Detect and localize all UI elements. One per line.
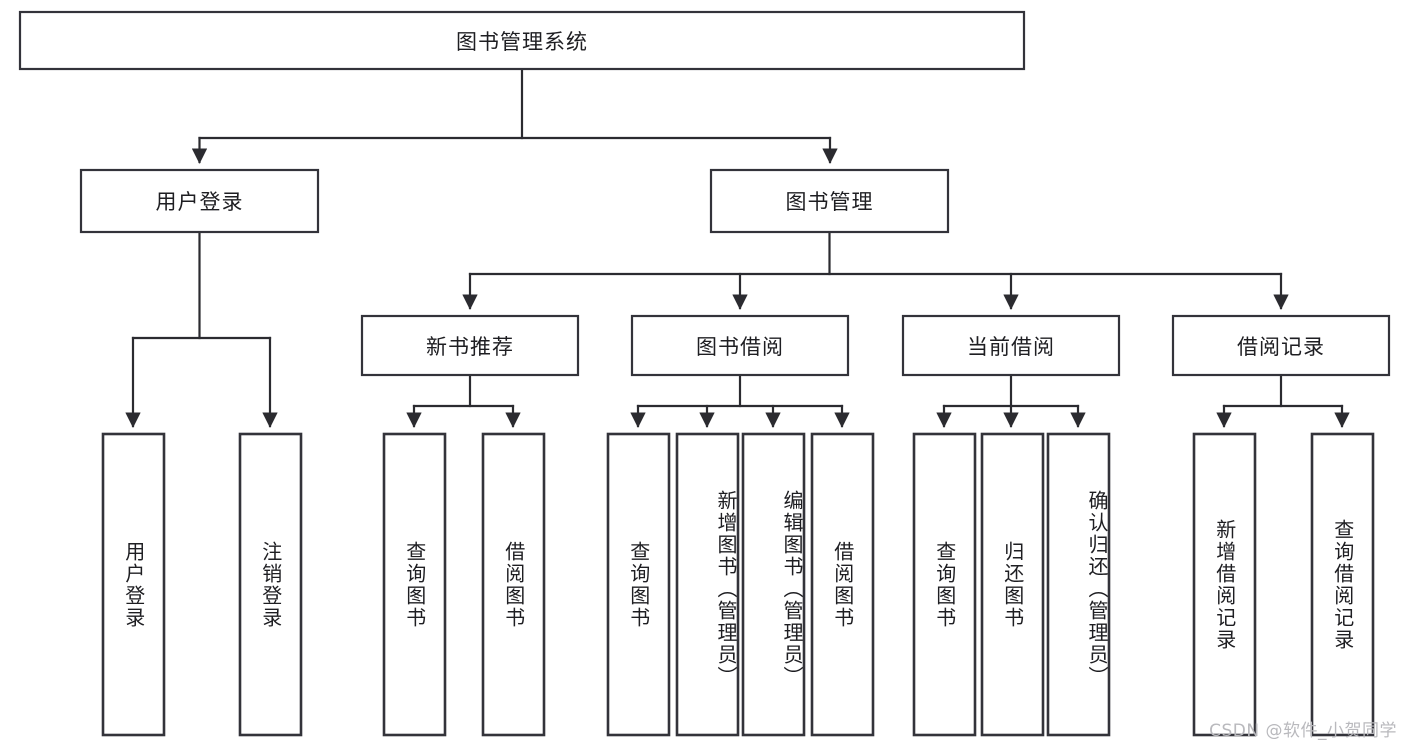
leaf-box-logout[interactable] <box>238 432 303 737</box>
leaf-box-confirm-return[interactable] <box>1046 432 1111 737</box>
connector-borrowrecord-to-leaves <box>1216 373 1350 428</box>
leaf-box-add-book[interactable] <box>675 432 740 737</box>
node-box-root[interactable] <box>18 10 1026 71</box>
csdn-watermark: CSDN @软件_小贺同学 <box>1209 721 1397 741</box>
leaf-box-return-book[interactable] <box>980 432 1045 737</box>
leaf-box-add-record[interactable] <box>1192 432 1257 737</box>
node-box-borrow-record[interactable] <box>1171 314 1391 377</box>
leaf-box-query-record[interactable] <box>1310 432 1375 737</box>
leaf-box-query-book-rec[interactable] <box>382 432 447 737</box>
leaf-box-query-book-cur[interactable] <box>912 432 977 737</box>
connector-bookborrow-to-leaves <box>630 373 850 428</box>
node-box-book-manage[interactable] <box>709 168 950 234</box>
node-box-current-borrow[interactable] <box>901 314 1121 377</box>
node-box-book-borrow[interactable] <box>630 314 850 377</box>
node-box-new-book-rec[interactable] <box>360 314 580 377</box>
leaf-box-query-book-borrow[interactable] <box>606 432 671 737</box>
connector-userlogin-to-leaves <box>125 230 278 428</box>
leaf-box-borrow-book-rec[interactable] <box>481 432 546 737</box>
node-box-user-login[interactable] <box>79 168 320 234</box>
leaf-box-user-login[interactable] <box>101 432 166 737</box>
leaf-box-edit-book[interactable] <box>741 432 806 737</box>
leaf-box-borrow-book[interactable] <box>810 432 875 737</box>
connector-bookmanage-to-level3 <box>462 230 1289 310</box>
connector-currentborrow-to-leaves <box>936 373 1086 428</box>
connector-newbook-to-leaves <box>406 373 521 428</box>
connector-root-to-level2 <box>191 67 838 164</box>
